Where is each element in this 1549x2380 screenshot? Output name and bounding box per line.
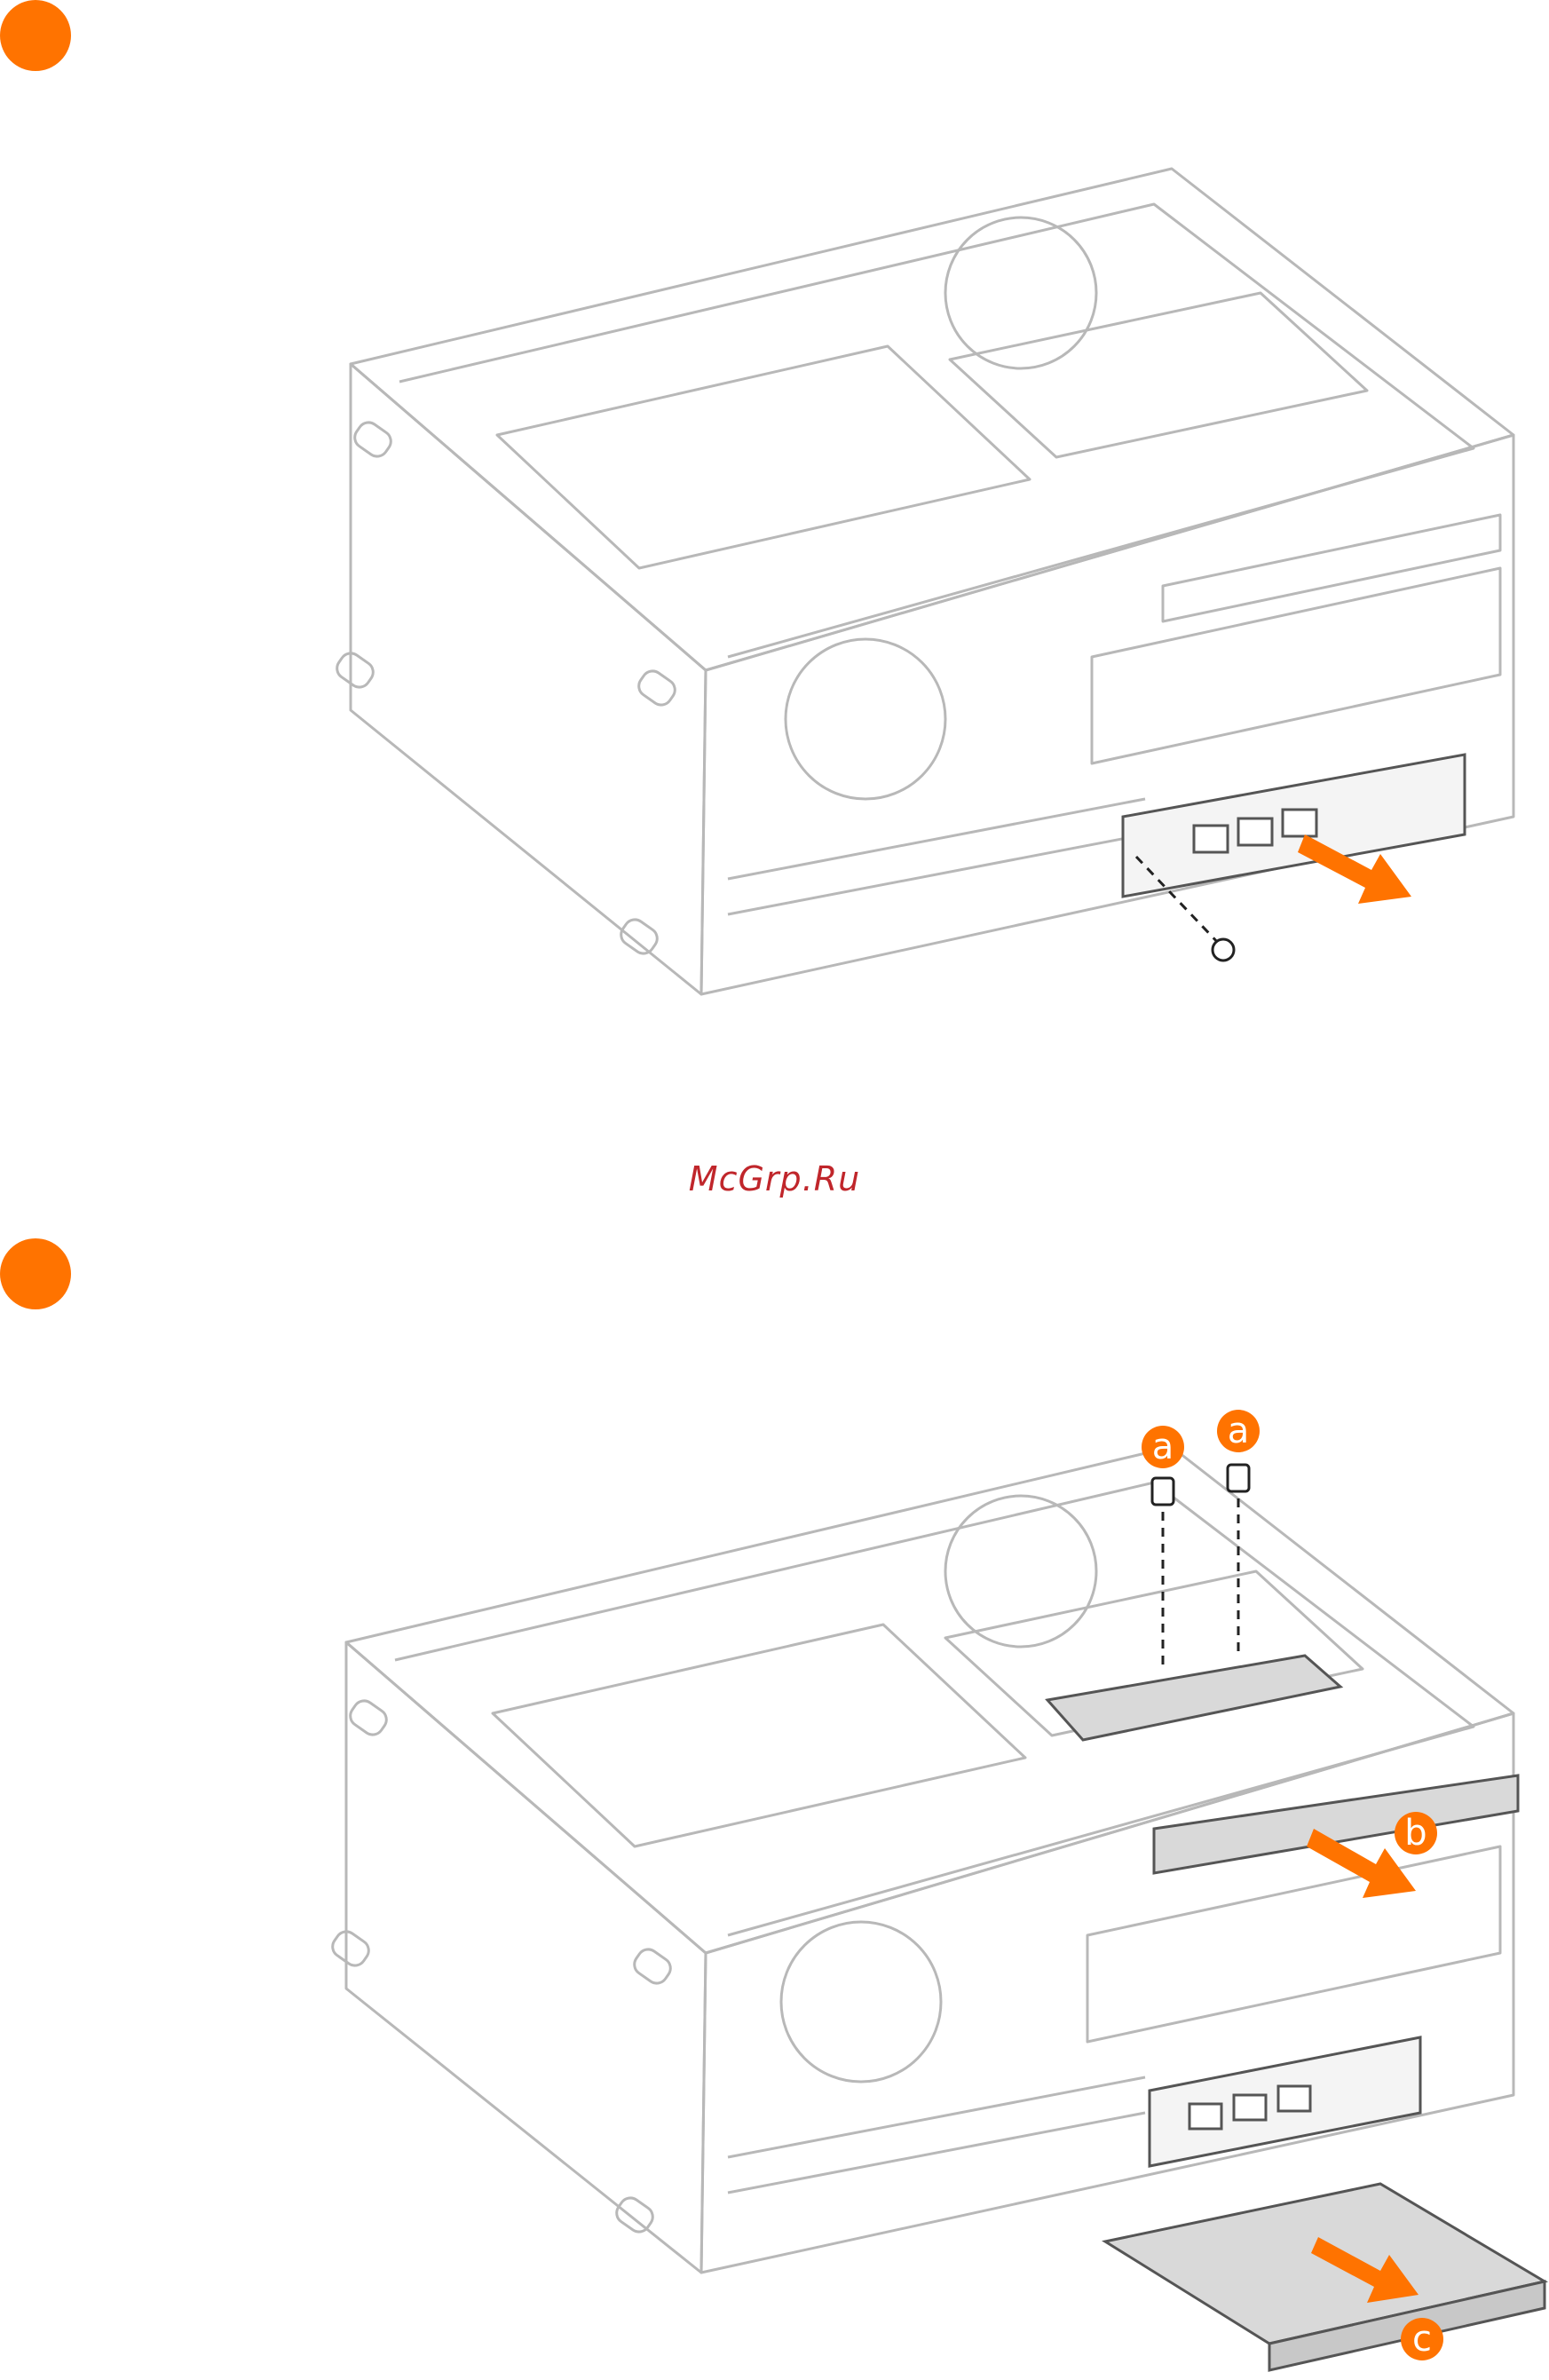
svg-text:a: a: [1228, 1411, 1250, 1451]
chassis-figure-1: [0, 142, 1549, 1172]
svg-text:c: c: [1412, 2319, 1432, 2360]
chassis-figure-2: a a b c: [0, 1332, 1549, 2379]
step-1-dot-icon: [0, 0, 71, 71]
watermark: McGrp.Ru: [0, 1159, 1549, 1198]
step-2-dot-icon: [0, 1238, 71, 1309]
svg-text:a: a: [1152, 1427, 1174, 1467]
callout-b-icon: b: [1395, 1812, 1437, 1854]
callout-a-right-icon: a: [1217, 1410, 1260, 1452]
callout-c-icon: c: [1401, 2318, 1443, 2360]
svg-text:b: b: [1404, 1813, 1427, 1854]
callout-a-left-icon: a: [1142, 1426, 1184, 1468]
